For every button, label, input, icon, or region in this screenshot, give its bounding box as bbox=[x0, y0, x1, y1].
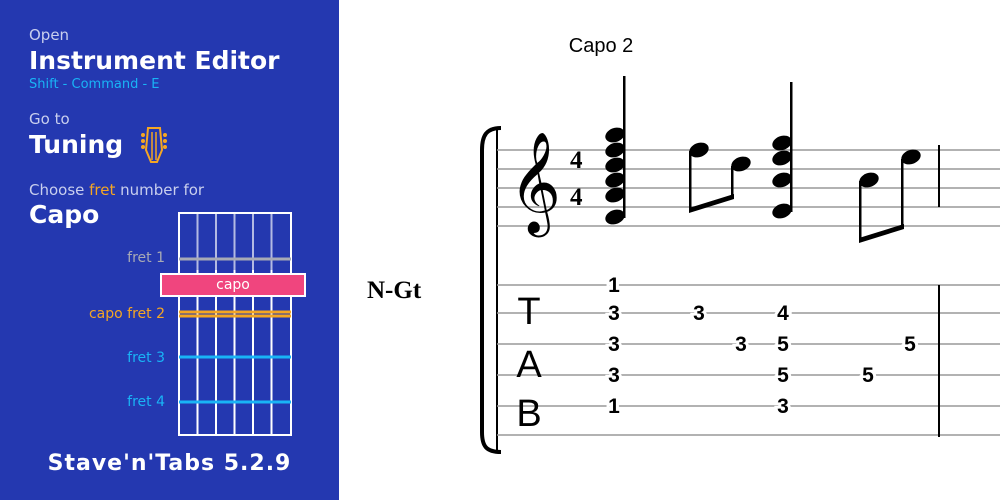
tab-fret-number: 5 bbox=[904, 333, 916, 356]
fret-1-label: fret 1 bbox=[127, 250, 165, 266]
instrument-editor-title[interactable]: Instrument Editor bbox=[29, 46, 280, 75]
tab-fret-number: 3 bbox=[608, 302, 620, 325]
tab-fret-number: 1 bbox=[608, 274, 620, 297]
shortcut-text: Shift - Command - E bbox=[29, 77, 160, 92]
capo-annotation: Capo 2 bbox=[569, 35, 634, 57]
app-version: Stave'n'Tabs 5.2.9 bbox=[47, 451, 292, 476]
tab-fret-number: 3 bbox=[608, 333, 620, 356]
system-brace bbox=[480, 126, 502, 454]
sidebar: Open Instrument Editor Shift - Command -… bbox=[0, 0, 339, 500]
instrument-name: N-Gt bbox=[367, 277, 422, 304]
score-area: Capo 2 N-Gt 𝄞 4 4 bbox=[367, 35, 1000, 454]
treble-clef-icon: 𝄞 bbox=[509, 130, 561, 238]
tab-fret-number: 4 bbox=[777, 302, 789, 325]
capo-fret-2-label: capo fret 2 bbox=[88, 306, 165, 322]
tab-fret-number: 3 bbox=[735, 333, 747, 356]
fret-highlight-word: fret bbox=[89, 181, 116, 199]
chord-2 bbox=[772, 82, 793, 219]
capo-title: Capo bbox=[29, 200, 100, 229]
tab-fret-number: 1 bbox=[608, 395, 620, 418]
time-sig-top: 4 bbox=[570, 147, 583, 174]
step2-label: Go to bbox=[29, 110, 70, 128]
tab-fret-number: 3 bbox=[777, 395, 789, 418]
fret-4-label: fret 4 bbox=[127, 394, 165, 410]
tuning-title[interactable]: Tuning bbox=[29, 130, 124, 159]
guitar-headstock-icon bbox=[141, 127, 167, 163]
tab-lines bbox=[497, 284, 1000, 436]
fretboard-diagram bbox=[178, 212, 292, 436]
tab-fret-number: 3 bbox=[608, 364, 620, 387]
tab-letter-t: T bbox=[517, 291, 540, 333]
step1-label: Open bbox=[29, 26, 70, 44]
tab-fret-number: 5 bbox=[777, 364, 789, 387]
tab-letter-a: A bbox=[516, 344, 542, 386]
fret-3-label: fret 3 bbox=[127, 350, 165, 366]
staff-lines bbox=[497, 149, 1000, 227]
step3-label: Choose fret number for bbox=[29, 181, 205, 199]
time-sig-bottom: 4 bbox=[570, 184, 583, 211]
eighth-notes-1 bbox=[689, 142, 751, 213]
tab-letter-b: B bbox=[516, 393, 541, 435]
tab-fret-number: 5 bbox=[777, 333, 789, 356]
eighth-notes-2 bbox=[859, 149, 921, 243]
tab-fret-number: 3 bbox=[693, 302, 705, 325]
capo-button[interactable]: capo bbox=[160, 273, 306, 297]
tab-fret-number: 5 bbox=[862, 364, 874, 387]
chord-1 bbox=[605, 76, 626, 225]
